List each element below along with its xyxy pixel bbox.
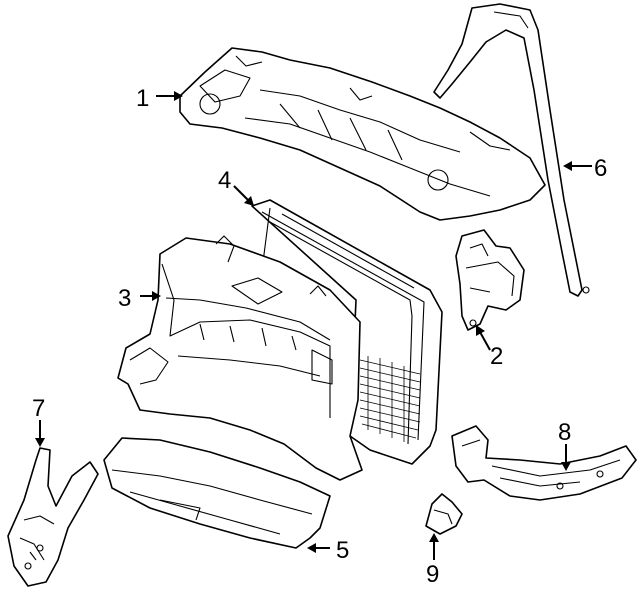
callout-6: 6 [594,155,607,182]
upper-tie-bar-part [179,47,546,221]
arrow-1 [174,91,183,101]
leader-lines [35,91,592,560]
brace-part [433,3,590,297]
callout-3: 3 [118,285,131,312]
small-bracket-part [425,493,463,535]
arrow-2 [476,325,485,336]
callout-labels: 1 2 3 4 5 6 7 8 9 [32,85,607,588]
arrow-4 [244,196,254,206]
callout-2: 2 [490,343,503,370]
callout-9: 9 [426,561,439,588]
callout-5: 5 [336,537,349,564]
leader-2 [479,331,491,351]
arrow-6 [563,161,572,171]
callout-1: 1 [136,85,149,112]
callout-7: 7 [32,395,45,422]
arrow-8 [561,462,571,471]
arrow-9 [429,533,439,542]
arrow-5 [307,543,316,553]
arrow-3 [152,291,161,301]
callout-8: 8 [558,419,571,446]
leader-4 [233,185,249,201]
lower-support-part [7,447,99,587]
arrow-7 [35,438,45,447]
callout-4: 4 [218,167,231,194]
bracket-part [455,229,525,331]
shroud-part [117,235,363,481]
air-deflector-part [103,437,331,549]
radiator-part [251,199,443,465]
side-member-part [451,425,637,501]
